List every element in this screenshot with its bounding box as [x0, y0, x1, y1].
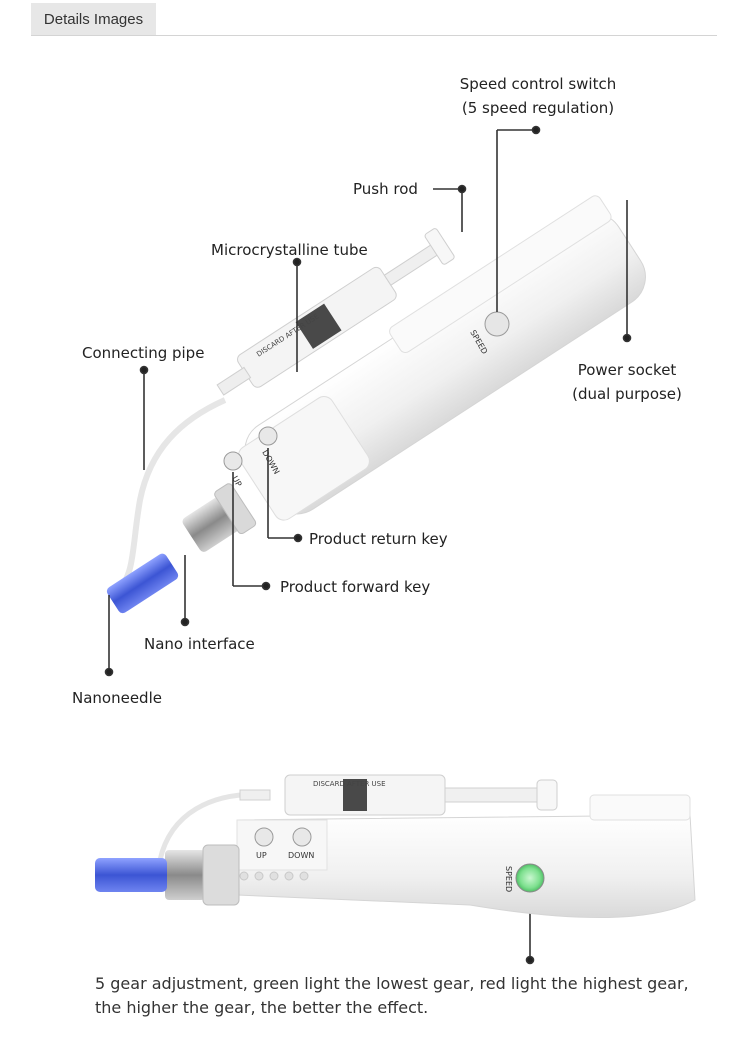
product-forward-key-label: Product forward key: [280, 578, 431, 596]
pen-device-angled: DISCARD AFTER USE UP DOWN SPEED: [106, 195, 646, 614]
bottom-needle-cartridge: [95, 858, 167, 892]
nano-interface-collar: [182, 483, 257, 552]
gear-indicator-dots: [239, 871, 309, 881]
pen-device-horizontal: DISCARD AFTER USE UP DOWN SPEED: [95, 774, 696, 918]
bottom-up-marking: UP: [256, 851, 267, 860]
down-key-button[interactable]: [258, 426, 278, 446]
details-images-tab[interactable]: Details Images: [31, 3, 156, 35]
bottom-down-key-button[interactable]: [292, 827, 312, 847]
power-socket-label: Power socket (dual purpose): [572, 361, 682, 403]
speed-switch-label: Speed control switch (5 speed regulation…: [459, 75, 617, 117]
pen-body: [238, 195, 646, 521]
nanoneedle-label: Nanoneedle: [72, 689, 162, 707]
up-key-button[interactable]: [223, 451, 243, 471]
bottom-down-marking: DOWN: [288, 851, 314, 860]
nanoneedle-cartridge: [106, 553, 179, 614]
callout-lines: [104, 125, 632, 965]
bottom-syringe-print: DISCARD AFTER USE: [313, 780, 386, 788]
connecting-pipe-label: Connecting pipe: [82, 344, 205, 362]
product-return-key-label: Product return key: [309, 530, 448, 548]
bottom-speed-marking: SPEED: [504, 866, 513, 892]
bottom-up-key-button[interactable]: [254, 827, 274, 847]
tab-divider: [31, 35, 717, 36]
nano-interface-label: Nano interface: [144, 635, 255, 653]
bottom-metal-collar: [165, 850, 205, 900]
connecting-pipe-tube: [115, 397, 227, 593]
gear-adjustment-caption: 5 gear adjustment, green light the lowes…: [95, 974, 689, 1017]
bottom-speed-light-button[interactable]: [515, 863, 545, 893]
bottom-syringe: DISCARD AFTER USE: [239, 774, 558, 816]
push-rod-label: Push rod: [353, 180, 418, 198]
microcrystalline-tube-label: Microcrystalline tube: [211, 241, 368, 259]
speed-switch-button[interactable]: [484, 311, 510, 337]
